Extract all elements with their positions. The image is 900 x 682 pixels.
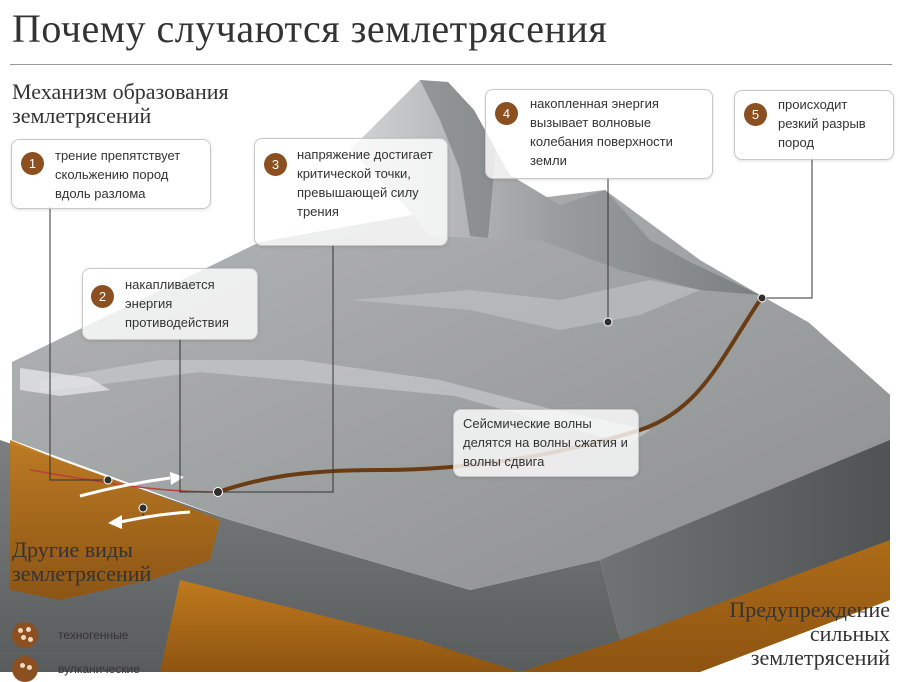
marker-dot [603,317,613,327]
surface-highlight [350,280,700,330]
leader-line-1 [49,207,108,481]
section-heading-other-types: Другие виды землетрясений [12,537,152,586]
callout-step-2: 2 накапливается энергия противодействия [82,268,258,340]
callout-text: Сейсмические волны делятся на волны сжат… [463,416,628,469]
step-number-badge: 5 [744,103,767,126]
marker-dot [138,503,148,513]
leader-line-3 [218,244,334,493]
plate-arrow-left [119,510,191,524]
callout-text: происходит резкий разрыв пород [778,97,866,150]
title-divider [10,64,892,65]
step-number-badge: 3 [264,153,287,176]
techno-icon [12,622,38,648]
step-number-badge: 1 [21,152,44,175]
step-number-badge: 4 [495,102,518,125]
callout-seismic-waves: Сейсмические волны делятся на волны сжат… [453,409,639,477]
earth-layer-front [160,580,520,672]
leader-line-2 [179,338,218,493]
fault-line-left [29,469,219,493]
step-number-badge: 2 [91,285,114,308]
marker-dot [213,487,223,497]
callout-step-5: 5 происходит резкий разрыв пород [734,90,894,160]
surface-highlight [40,360,650,444]
leader-line-5 [762,158,813,299]
marker-dot [757,293,767,303]
plate-arrow-left-head [108,515,122,529]
section-heading-warning: Предупреждение сильных землетрясений [729,597,890,670]
callout-text: накапливается энергия противодействия [125,277,229,330]
legend-label: вулканические [58,662,140,676]
surface-highlight [20,368,110,396]
plate-arrow-right [79,476,171,498]
callout-text: напряжение достигает критической точки, … [297,147,433,219]
earth-layer-right [520,460,890,672]
plate-arrow-right-head [170,472,184,485]
callout-text: трение препятствует скольжению пород вдо… [55,148,181,201]
callout-step-4: 4 накопленная энергия вызывает волновые … [485,89,713,179]
callout-text: накопленная энергия вызывает волновые ко… [530,96,673,168]
page-title: Почему случаются землетрясения [12,6,608,51]
callout-step-1: 1 трение препятствует скольжению пород в… [11,139,211,209]
legend-label: техногенные [58,628,129,642]
volcano-icon [12,656,38,682]
mountain-shadow [420,80,496,238]
marker-dot [103,475,113,485]
section-heading-mechanism: Механизм образования землетрясений [12,79,229,128]
callout-step-3: 3 напряжение достигает критической точки… [254,138,448,246]
